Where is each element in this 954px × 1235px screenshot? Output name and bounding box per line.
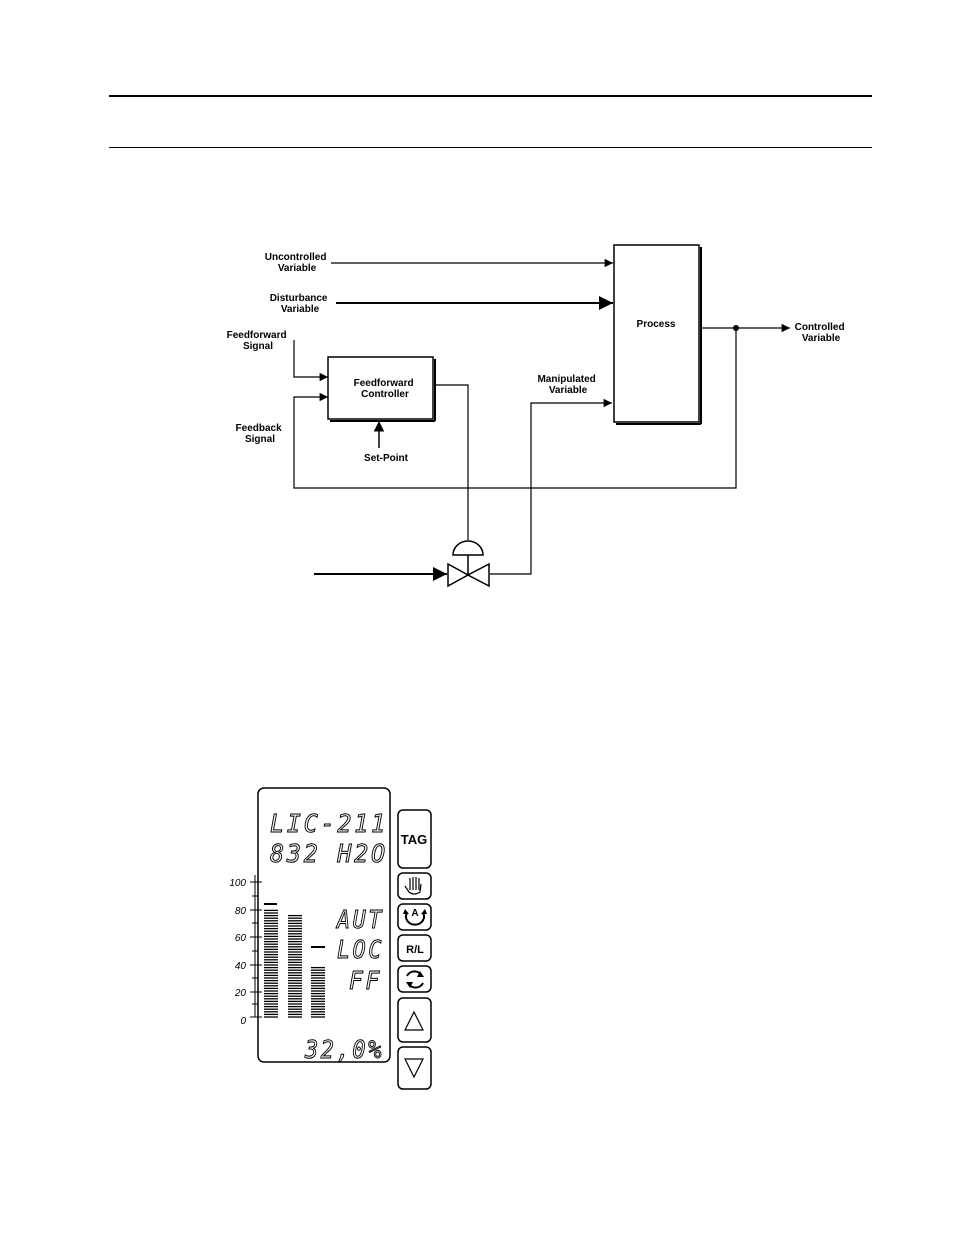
manual-mode-button[interactable] — [398, 873, 431, 899]
increase-button[interactable] — [398, 998, 431, 1042]
svg-text:TAG: TAG — [401, 832, 427, 847]
tag-button[interactable]: TAG — [398, 810, 431, 868]
cascade-cycle-button[interactable] — [398, 966, 431, 992]
decrease-button[interactable] — [398, 1047, 431, 1089]
remote-local-button[interactable]: R/L — [398, 935, 431, 961]
svg-text:R/L: R/L — [406, 944, 424, 956]
svg-text:A: A — [411, 908, 418, 919]
auto-mode-button[interactable]: A — [398, 904, 431, 930]
